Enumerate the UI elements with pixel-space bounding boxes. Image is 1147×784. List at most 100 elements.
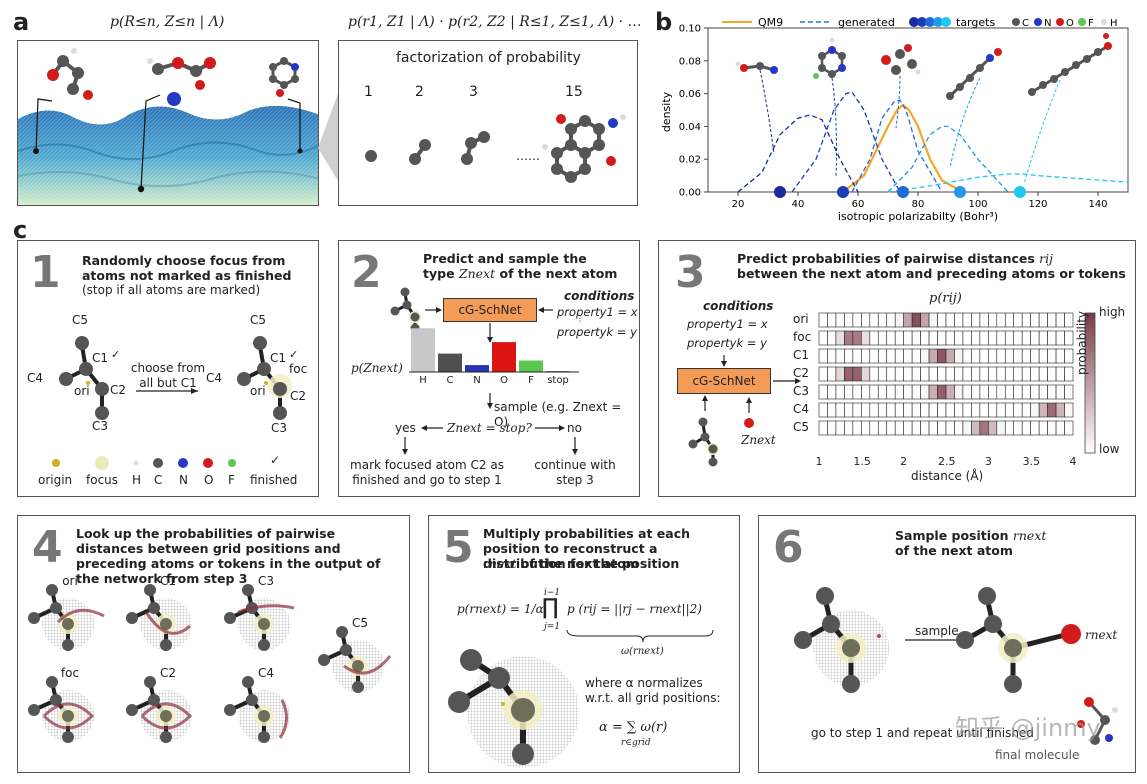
- heat-cell: [979, 402, 989, 418]
- heat-cell: [962, 402, 972, 418]
- heat-cell: [1013, 348, 1023, 364]
- heat-cell: [988, 312, 998, 328]
- heat-cell: [852, 330, 862, 346]
- heat-cell: [1013, 402, 1023, 418]
- heat-cell: [861, 420, 871, 436]
- heat-cell: [844, 330, 854, 346]
- heat-cell: [852, 420, 862, 436]
- heat-cell: [835, 420, 845, 436]
- heat-cell: [945, 312, 955, 328]
- x-tick-label: 80: [912, 199, 925, 210]
- heat-cell: [1055, 402, 1065, 418]
- label-ori: ori: [74, 384, 90, 398]
- heat-cell: [971, 402, 981, 418]
- heat-cell: [1047, 330, 1057, 346]
- heat-cell: [877, 312, 888, 328]
- lookup-molecule-ori: [28, 584, 105, 651]
- step6-title-a: Sample position: [895, 528, 1009, 543]
- legend-atom-h-swatch: [1101, 19, 1107, 25]
- step2-sample-text: sample (e.g. Znext = O): [494, 400, 622, 429]
- bar-f: [519, 360, 543, 372]
- heat-cell: [1064, 402, 1074, 418]
- step-number-2: 2: [415, 84, 424, 100]
- step2-title-line1: Predict and sample the: [423, 251, 587, 266]
- nitrogen-icon: [178, 458, 188, 468]
- legend-atom-f-swatch: [1078, 18, 1086, 26]
- panel-b-letter: b: [655, 8, 673, 36]
- heat-cell: [996, 402, 1006, 418]
- heat-cell: [1004, 312, 1015, 328]
- heat-cell: [1013, 366, 1023, 382]
- step1-title: Randomly choose focus from atoms not mar…: [82, 253, 292, 283]
- label-c1: C1: [92, 351, 109, 365]
- energy-landscape: [18, 48, 318, 205]
- target-marker-3: [954, 186, 966, 198]
- panel-a-left-formula: p(R≤n, Z≤n | Λ): [110, 14, 225, 30]
- lookup-label-c1: C1: [159, 574, 176, 588]
- heat-cell: [827, 366, 837, 382]
- heat-cell: [911, 402, 921, 418]
- panel-a-right-formula: p(r1, Z1 | Λ) · p(r2, Z2 | R≤1, Z≤1, Λ) …: [348, 14, 642, 30]
- heat-cell: [945, 384, 955, 400]
- step5-prod-bot: j=1: [544, 622, 561, 632]
- heat-cell: [996, 420, 1006, 436]
- heat-cell: [988, 384, 998, 400]
- heat-cell: [1021, 402, 1031, 418]
- factorization-molecules: [365, 114, 626, 183]
- plot-frame: [707, 27, 1129, 193]
- heat-cell: [869, 402, 879, 418]
- heat-cell: [937, 330, 947, 346]
- label-c2: C2: [110, 383, 127, 397]
- heat-cell: [979, 384, 989, 400]
- lookup-molecule-c2: [126, 676, 193, 743]
- step2-title-type: type: [423, 266, 455, 281]
- legend-atom-h: H: [1110, 18, 1118, 29]
- heatmap-title: p(rij): [929, 291, 962, 306]
- step-ellipsis: ……: [516, 149, 540, 163]
- lookup-label-c3: C3: [257, 574, 274, 588]
- heat-cell: [1047, 402, 1057, 418]
- heat-cell: [844, 348, 854, 364]
- heat-cell: [877, 384, 888, 400]
- legend-atom-o-swatch: [1056, 18, 1064, 26]
- step2-pz-label: p(Znext): [351, 361, 403, 375]
- heat-cell: [894, 330, 904, 346]
- heat-cell: [979, 348, 989, 364]
- series-line-0: [842, 103, 964, 193]
- step3-condition-k: propertyk = y: [687, 336, 767, 350]
- step3-conditions-title: conditions: [703, 299, 774, 313]
- heat-cell: [937, 366, 947, 382]
- heat-x-tick: 3: [984, 455, 992, 468]
- heat-cell: [954, 330, 964, 346]
- lookup-molecule-c1: [126, 584, 192, 651]
- step2-condition-k: propertyk = y: [557, 325, 637, 339]
- heat-cell: [996, 348, 1006, 364]
- heat-cell: [1013, 330, 1023, 346]
- heat-cell: [844, 420, 854, 436]
- step1-subtitle: (stop if all atoms are marked): [82, 283, 261, 297]
- heat-cell: [1055, 348, 1065, 364]
- heat-cell: [1030, 420, 1040, 436]
- heat-cell: [886, 420, 896, 436]
- bar-label-f: F: [528, 375, 534, 386]
- step5-omega: ω(rnext): [621, 646, 664, 657]
- focus-icon: [95, 456, 109, 470]
- heat-cell: [971, 312, 981, 328]
- heat-cell: [1021, 420, 1031, 436]
- y-tick-label: 0.08: [679, 56, 701, 67]
- x-tick-label: 100: [968, 199, 987, 210]
- legend-atom-c-swatch: [1012, 18, 1020, 26]
- heat-cell: [937, 384, 947, 400]
- heat-cell: [1021, 330, 1031, 346]
- heat-cell: [852, 348, 862, 364]
- heat-cell: [954, 384, 964, 400]
- heat-cell: [1030, 348, 1040, 364]
- x-tick-label: 60: [852, 199, 865, 210]
- heat-cell: [1055, 330, 1065, 346]
- heat-cell: [869, 366, 879, 382]
- step1-box: 1 Randomly choose focus from atoms not m…: [17, 240, 319, 497]
- heat-cell: [971, 330, 981, 346]
- step2-conditions-title: conditions: [564, 289, 635, 303]
- fluorine-icon: [228, 459, 236, 467]
- y-axis-label: density: [660, 91, 673, 132]
